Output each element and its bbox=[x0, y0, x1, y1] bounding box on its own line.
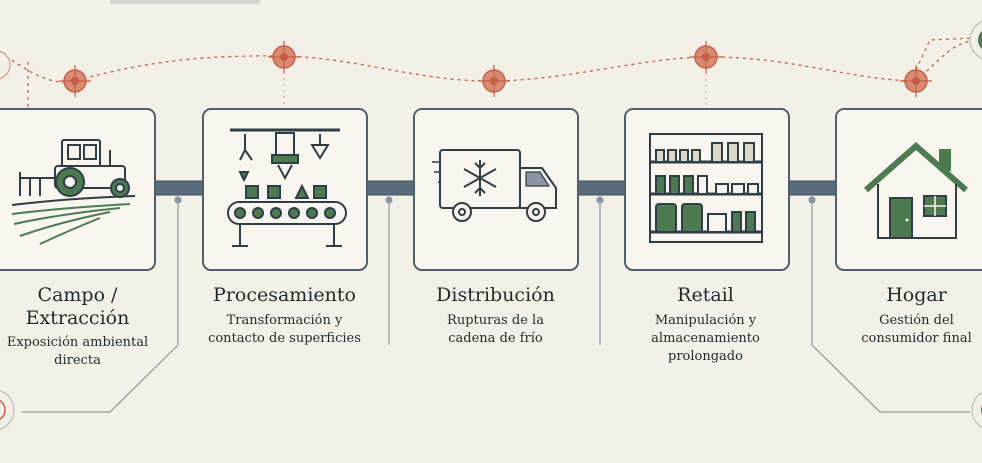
stage-title-line: Distribución bbox=[436, 284, 555, 306]
stage-desc-line: contacto de superficies bbox=[208, 331, 361, 346]
stage-title-procesamiento: Procesamiento bbox=[202, 284, 367, 307]
grey-connector-lines bbox=[22, 196, 970, 413]
stage-title-line: Procesamiento bbox=[213, 284, 356, 306]
stage-desc-campo: Exposición ambiental directa bbox=[0, 334, 155, 370]
stage-desc-line: Manipulación y bbox=[654, 313, 757, 328]
stage-desc-line: Exposición ambiental bbox=[6, 335, 149, 350]
edge-badge-bottom-left bbox=[0, 390, 15, 430]
hazard-marker bbox=[690, 41, 722, 73]
store-shelves-icon bbox=[649, 133, 763, 243]
stage-desc-line: cadena de frío bbox=[448, 331, 543, 346]
stage-title-distribucion: Distribución bbox=[413, 284, 578, 307]
stage-title-line: Campo / bbox=[37, 284, 118, 306]
stage-desc-line: prolongado bbox=[668, 349, 743, 364]
stage-desc-hogar: Gestión del consumidor final bbox=[834, 312, 982, 348]
edge-badge-bottom-right bbox=[971, 391, 982, 429]
stage-title-campo: Campo / Extracción bbox=[0, 284, 155, 330]
stage-title-line: Retail bbox=[677, 284, 734, 306]
stage-desc-line: Transformación y bbox=[226, 313, 343, 328]
stage-title-line: Extracción bbox=[25, 307, 130, 329]
refrigerated-truck-icon bbox=[432, 149, 557, 222]
hazard-marker bbox=[268, 41, 300, 73]
stage-title-hogar: Hogar bbox=[834, 284, 982, 307]
stage-desc-line: consumidor final bbox=[861, 331, 972, 346]
edge-badge-top-left bbox=[0, 50, 11, 80]
hazard-marker bbox=[478, 65, 510, 97]
edge-badge-top-right bbox=[969, 21, 982, 59]
stage-desc-distribucion: Rupturas de la cadena de frío bbox=[413, 312, 578, 348]
stage-desc-line: directa bbox=[54, 353, 101, 368]
stage-desc-procesamiento: Transformación y contacto de superficies bbox=[202, 312, 367, 348]
stage-desc-retail: Manipulación y almacenamiento prolongado bbox=[623, 312, 788, 366]
stage-desc-line: Rupturas de la bbox=[447, 313, 544, 328]
hazard-marker bbox=[59, 65, 91, 97]
stage-connector bbox=[154, 180, 837, 196]
tractor-field-icon bbox=[11, 139, 136, 245]
stage-title-line: Hogar bbox=[886, 284, 947, 306]
cropped-top-text bbox=[110, 0, 260, 4]
stage-desc-line: Gestión del bbox=[879, 313, 954, 328]
stage-title-retail: Retail bbox=[623, 284, 788, 307]
stage-desc-line: almacenamiento bbox=[651, 331, 760, 346]
hazard-marker bbox=[900, 65, 932, 97]
hazard-link-line bbox=[915, 37, 976, 71]
conveyor-machine-icon bbox=[227, 128, 347, 247]
house-icon bbox=[864, 142, 968, 239]
